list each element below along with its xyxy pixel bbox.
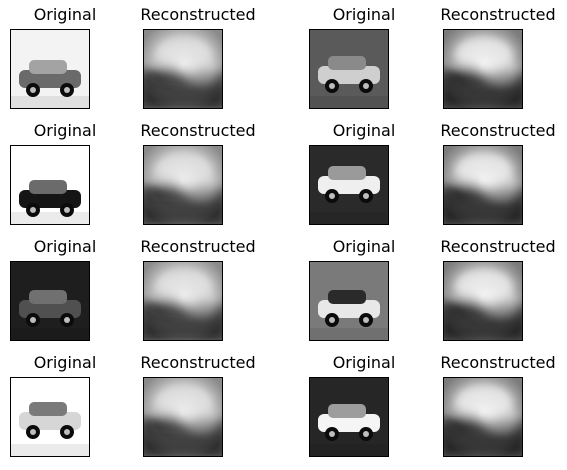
panel-3-4: Reconstructed <box>438 236 558 348</box>
panel-title: Original <box>332 237 396 256</box>
panel-title: Original <box>33 121 97 140</box>
original-image <box>309 145 389 225</box>
panel-title: Original <box>33 237 97 256</box>
original-image <box>309 29 389 109</box>
original-image <box>10 29 90 109</box>
panel-title: Original <box>332 121 396 140</box>
panel-title: Reconstructed <box>440 5 556 24</box>
panel-3-3: Original <box>304 236 424 348</box>
panel-title: Reconstructed <box>440 237 556 256</box>
reconstructed-image <box>143 29 223 109</box>
panel-3-1: Original <box>5 236 125 348</box>
panel-2-1: Original <box>5 120 125 232</box>
panel-2-4: Reconstructed <box>438 120 558 232</box>
panel-1-1: Original <box>5 4 125 116</box>
panel-title: Reconstructed <box>140 237 256 256</box>
panel-title: Original <box>332 353 396 372</box>
panel-4-1: Original <box>5 352 125 464</box>
reconstructed-image <box>143 377 223 457</box>
original-image <box>10 261 90 341</box>
reconstructed-image <box>143 261 223 341</box>
panel-title: Reconstructed <box>140 5 256 24</box>
panel-1-4: Reconstructed <box>438 4 558 116</box>
panel-title: Reconstructed <box>140 353 256 372</box>
panel-4-4: Reconstructed <box>438 352 558 464</box>
panel-title: Original <box>33 353 97 372</box>
panel-title: Reconstructed <box>440 121 556 140</box>
original-image <box>10 377 90 457</box>
reconstructed-image <box>443 29 523 109</box>
panel-1-3: Original <box>304 4 424 116</box>
panel-title: Reconstructed <box>140 121 256 140</box>
panel-2-2: Reconstructed <box>138 120 258 232</box>
original-image <box>309 261 389 341</box>
panel-2-3: Original <box>304 120 424 232</box>
original-image <box>309 377 389 457</box>
panel-title: Original <box>332 5 396 24</box>
reconstructed-image <box>443 261 523 341</box>
original-image <box>10 145 90 225</box>
reconstructed-image <box>443 377 523 457</box>
reconstructed-image <box>143 145 223 225</box>
panel-1-2: Reconstructed <box>138 4 258 116</box>
panel-4-2: Reconstructed <box>138 352 258 464</box>
panel-3-2: Reconstructed <box>138 236 258 348</box>
panel-title: Reconstructed <box>440 353 556 372</box>
panel-4-3: Original <box>304 352 424 464</box>
panel-title: Original <box>33 5 97 24</box>
reconstructed-image <box>443 145 523 225</box>
